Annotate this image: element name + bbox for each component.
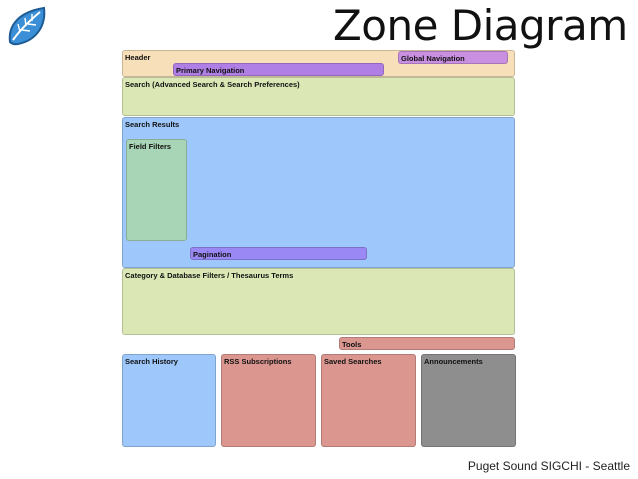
leaf-icon bbox=[4, 4, 52, 48]
zone-rss-subscriptions: RSS Subscriptions bbox=[221, 354, 316, 447]
page-title: Zone Diagram bbox=[333, 1, 628, 50]
zone-search-history: Search History bbox=[122, 354, 216, 447]
zone-category-filters: Category & Database Filters / Thesaurus … bbox=[122, 268, 515, 335]
zone-primary-navigation: Primary Navigation bbox=[173, 63, 384, 76]
zone-search: Search (Advanced Search & Search Prefere… bbox=[122, 77, 515, 116]
zone-global-navigation: Global Navigation bbox=[398, 51, 508, 64]
zone-pagination: Pagination bbox=[190, 247, 367, 260]
zone-tools: Tools bbox=[339, 337, 515, 350]
zone-field-filters: Field Filters bbox=[126, 139, 187, 241]
zone-announcements: Announcements bbox=[421, 354, 516, 447]
zone-saved-searches: Saved Searches bbox=[321, 354, 416, 447]
footer-text: Puget Sound SIGCHI - Seattle bbox=[467, 459, 630, 473]
zone-search-results: Search Results bbox=[122, 117, 515, 268]
